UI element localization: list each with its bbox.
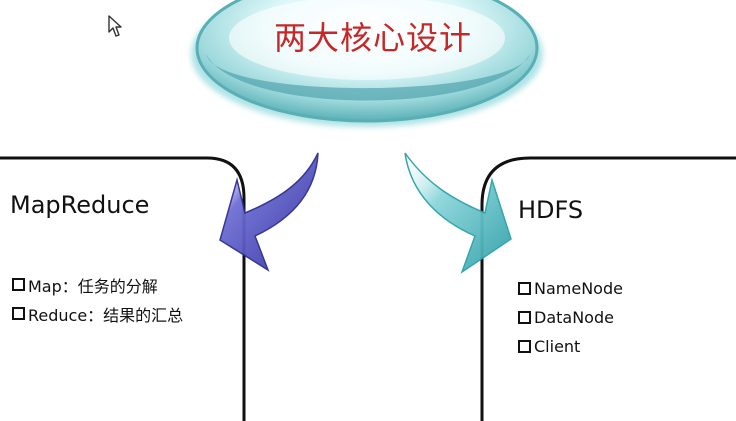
hdfs-item-datanode: DataNode — [518, 303, 623, 332]
square-bullet-icon — [518, 282, 531, 295]
mapreduce-title: MapReduce — [10, 191, 150, 219]
mapreduce-items: Map：任务的分解 Reduce：结果的汇总 — [12, 270, 183, 328]
hdfs-box-outline — [480, 156, 736, 421]
mapreduce-item-map: Map：任务的分解 — [12, 270, 183, 299]
mouse-pointer-icon — [108, 15, 122, 37]
diagram-title: 两大核心设计 — [273, 19, 472, 57]
hdfs-item-client: Client — [518, 332, 623, 361]
hdfs-item-namenode: NameNode — [518, 274, 623, 303]
square-bullet-icon — [518, 340, 531, 353]
square-bullet-icon — [12, 307, 25, 320]
mapreduce-item-reduce-text: Reduce：结果的汇总 — [28, 305, 184, 325]
mapreduce-arrow-icon — [219, 152, 319, 272]
hdfs-arrow-icon — [404, 152, 512, 274]
mapreduce-item-map-text: Map：任务的分解 — [28, 276, 158, 296]
mapreduce-item-reduce: Reduce：结果的汇总 — [12, 299, 183, 328]
square-bullet-icon — [518, 311, 531, 324]
central-title-shape — [191, 0, 543, 127]
hdfs-title: HDFS — [518, 196, 584, 224]
mapreduce-box-outline — [0, 156, 246, 421]
hdfs-item-namenode-text: NameNode — [534, 279, 623, 298]
hdfs-items: NameNode DataNode Client — [518, 274, 623, 361]
square-bullet-icon — [12, 278, 25, 291]
hdfs-item-client-text: Client — [534, 337, 581, 356]
hdfs-item-datanode-text: DataNode — [534, 308, 614, 327]
